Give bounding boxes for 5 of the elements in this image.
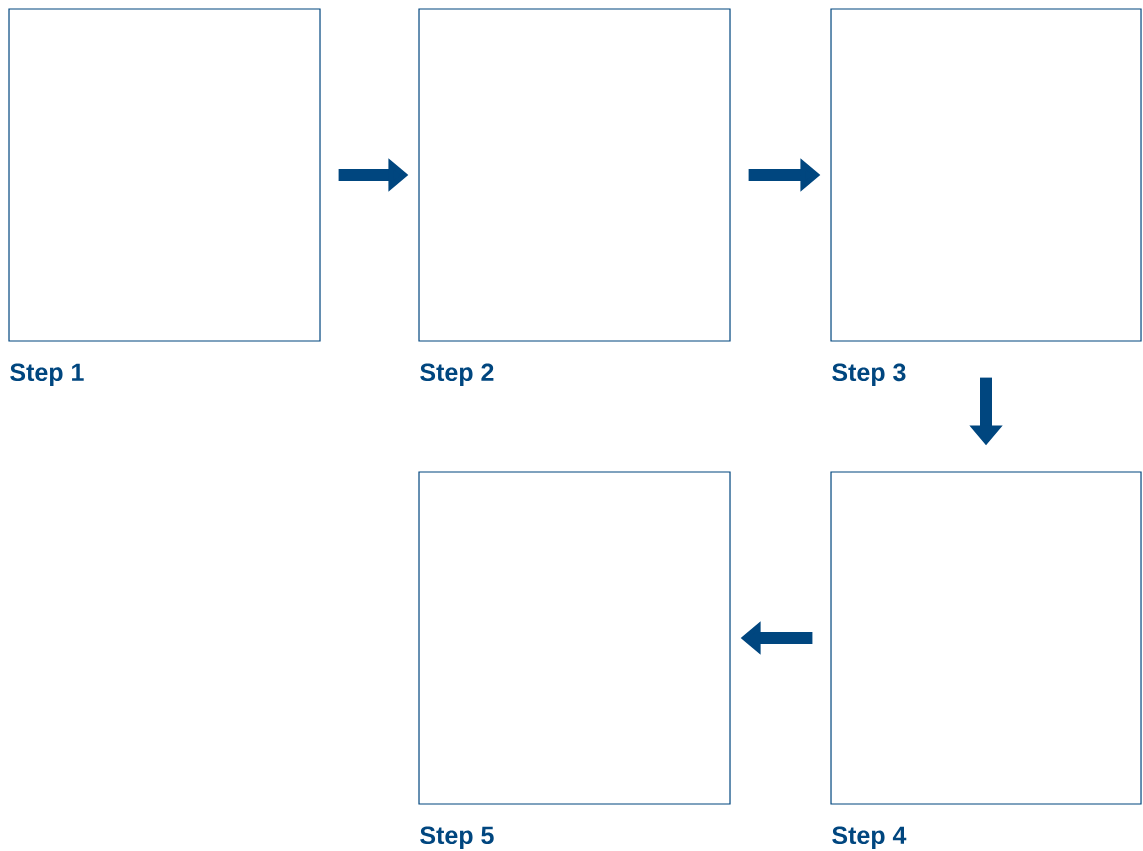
step-label: Step 5 <box>420 826 494 850</box>
step-label: Step 3 <box>832 363 906 387</box>
step-label: Step 1 <box>10 363 84 387</box>
step-label: Step 4 <box>832 826 907 850</box>
step-label: Step 2 <box>420 363 494 387</box>
